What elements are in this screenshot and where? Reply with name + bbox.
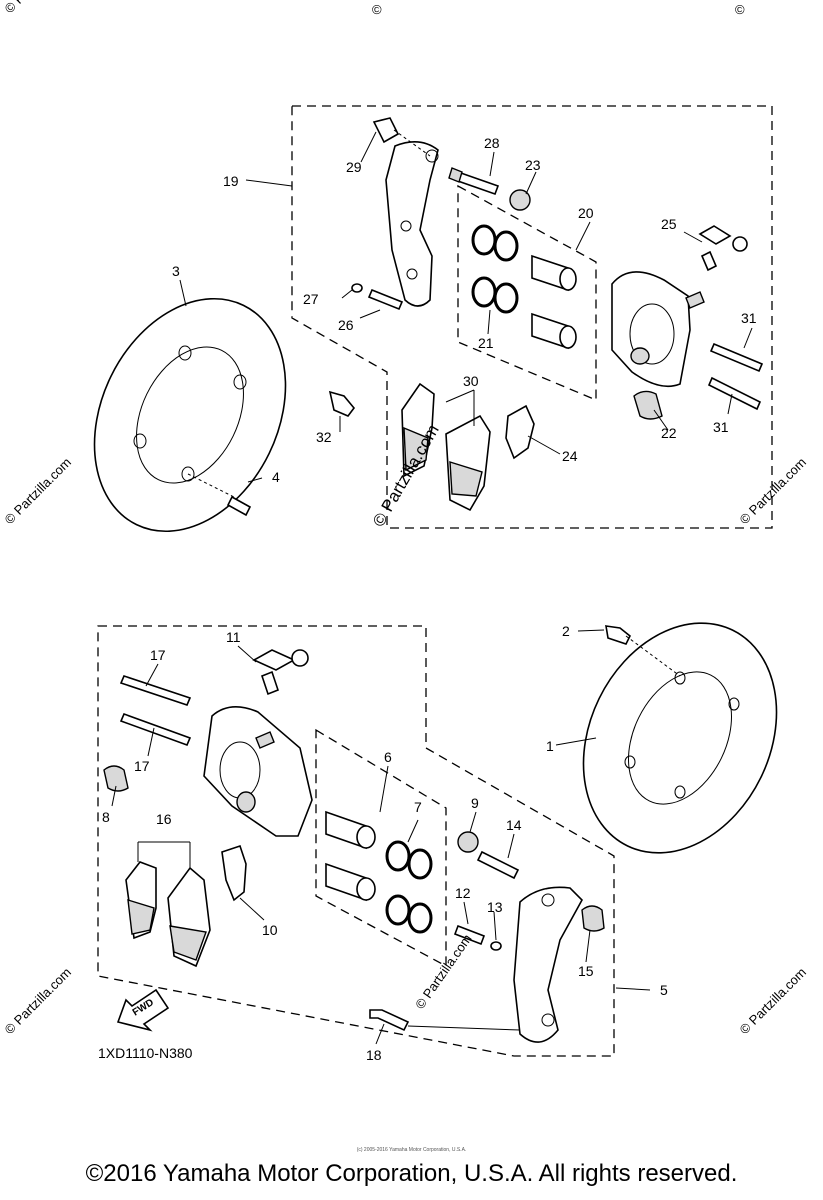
callout-18: 18 bbox=[366, 1047, 382, 1063]
callout-10: 10 bbox=[262, 922, 278, 938]
bolt-28 bbox=[448, 167, 500, 196]
bolt-26 bbox=[367, 288, 404, 311]
callout-24: 24 bbox=[562, 448, 578, 464]
seal-kit-21 bbox=[471, 224, 519, 314]
diagram-watermark: © Partzilla.com bbox=[412, 931, 475, 1011]
callout-4: 4 bbox=[272, 469, 280, 485]
front-caliper-assembly: © Partzilla.com bbox=[97, 622, 778, 1057]
bolt-12 bbox=[453, 924, 486, 946]
bolt-2 bbox=[605, 625, 632, 645]
callout-28: 28 bbox=[484, 135, 500, 151]
callout-13: 13 bbox=[487, 899, 503, 915]
callout-19: 19 bbox=[223, 173, 239, 189]
caliper-body bbox=[611, 271, 705, 388]
bolt-14 bbox=[476, 850, 520, 880]
assembly-outline-20 bbox=[457, 184, 597, 401]
bleeder-valve-25 bbox=[698, 225, 748, 272]
watermark: © Partzilla.com bbox=[737, 455, 810, 528]
callout-22: 22 bbox=[661, 425, 677, 441]
bolt-18 bbox=[369, 1009, 410, 1032]
pad-spring-24 bbox=[505, 404, 535, 460]
brake-pads-16 bbox=[125, 861, 211, 968]
watermark: © Partzilla.com bbox=[2, 965, 75, 1038]
leader-lines-bottom bbox=[111, 629, 651, 1045]
washer-27 bbox=[351, 283, 363, 293]
watermark: © bbox=[372, 2, 382, 17]
callout-26: 26 bbox=[338, 317, 354, 333]
watermark: © Partzilla.com bbox=[2, 0, 75, 16]
callout-23: 23 bbox=[525, 157, 541, 173]
callout-6: 6 bbox=[384, 749, 392, 765]
copyright-notice: ©2016 Yamaha Motor Corporation, U.S.A. A… bbox=[85, 1160, 738, 1187]
callout-2: 2 bbox=[562, 623, 570, 639]
callout-25: 25 bbox=[661, 216, 677, 232]
fine-print: (c) 2005-2016 Yamaha Motor Corporation, … bbox=[356, 1147, 467, 1153]
bushing-15 bbox=[581, 905, 605, 932]
bushing-8 bbox=[103, 765, 129, 792]
callout-7: 7 bbox=[414, 799, 422, 815]
callout-15: 15 bbox=[578, 963, 594, 979]
brake-disc-3 bbox=[93, 297, 287, 533]
assembly-outline-5 bbox=[97, 625, 615, 1057]
callout-31a: 31 bbox=[741, 310, 757, 326]
slide-pin-31b bbox=[707, 376, 762, 411]
bolt-32 bbox=[328, 390, 356, 417]
callout-32: 32 bbox=[316, 429, 332, 445]
pad-spring-10 bbox=[221, 844, 247, 902]
callout-17b: 17 bbox=[134, 758, 150, 774]
callout-14: 14 bbox=[506, 817, 522, 833]
bushing-29 bbox=[372, 117, 431, 157]
callout-20: 20 bbox=[578, 205, 594, 221]
callout-21: 21 bbox=[478, 335, 494, 351]
forward-arrow-icon: FWD bbox=[116, 988, 170, 1032]
callout-16: 16 bbox=[156, 811, 172, 827]
cap-23 bbox=[509, 189, 531, 211]
callout-5: 5 bbox=[660, 982, 668, 998]
callout-31b: 31 bbox=[713, 419, 729, 435]
slide-pin-17b bbox=[119, 712, 192, 747]
seal-kit-7 bbox=[385, 840, 433, 934]
assembly-outline-19 bbox=[291, 105, 773, 529]
piston-6 bbox=[325, 810, 376, 902]
callout-17a: 17 bbox=[150, 647, 166, 663]
diagram-code: 1XD1110-N380 bbox=[98, 1045, 193, 1061]
front-caliper-body bbox=[203, 706, 313, 837]
callout-30: 30 bbox=[463, 373, 479, 389]
callouts-bottom: 2 1 5 11 17 17 8 16 10 6 7 9 14 12 13 15… bbox=[102, 623, 668, 1063]
watermark: © bbox=[735, 2, 745, 17]
leader-lines-top bbox=[179, 131, 753, 483]
slide-pin-31a bbox=[709, 342, 764, 373]
slide-pin-17a bbox=[119, 675, 192, 706]
front-bracket bbox=[513, 886, 583, 1043]
watermark: © Partzilla.com bbox=[2, 455, 75, 528]
cap-9 bbox=[457, 831, 479, 853]
watermark: © Partzilla.com bbox=[737, 965, 810, 1038]
callout-8: 8 bbox=[102, 809, 110, 825]
washer-13 bbox=[490, 941, 502, 951]
callout-1: 1 bbox=[546, 738, 554, 754]
caliper-bracket bbox=[385, 141, 439, 307]
callout-3: 3 bbox=[172, 263, 180, 279]
callout-9: 9 bbox=[471, 795, 479, 811]
callout-29: 29 bbox=[346, 159, 362, 175]
callouts-top: 19 3 4 29 28 23 20 25 31 31 22 24 30 21 … bbox=[172, 135, 757, 485]
piston-20 bbox=[531, 254, 577, 350]
bleeder-valve-11 bbox=[252, 649, 309, 696]
bolt-4 bbox=[187, 473, 252, 517]
callout-11: 11 bbox=[226, 629, 241, 645]
callout-12: 12 bbox=[455, 885, 471, 901]
brake-pads-30 bbox=[401, 382, 491, 512]
brake-disc-1 bbox=[582, 622, 778, 854]
assembly-outline-6 bbox=[315, 728, 447, 968]
rear-caliper-assembly: © Partzilla.com bbox=[93, 105, 773, 533]
callout-27: 27 bbox=[303, 291, 319, 307]
